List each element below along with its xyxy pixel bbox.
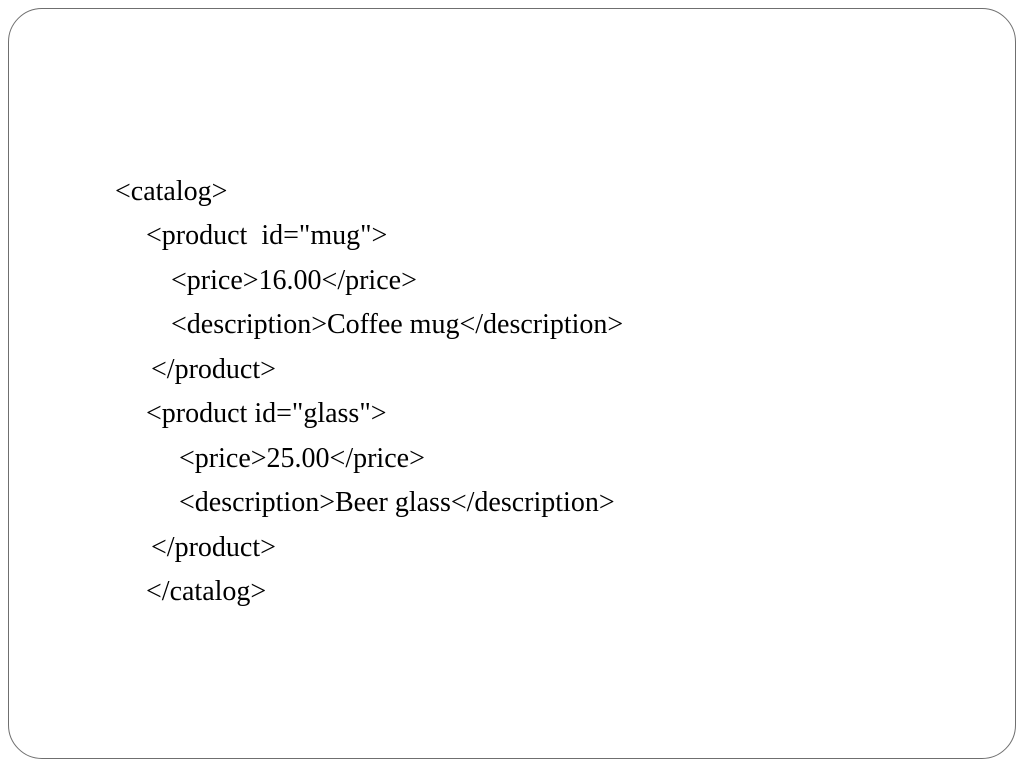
xml-code-block: <catalog> <product id="mug"> <price>16.0… — [9, 9, 1015, 758]
code-line-product-glass-close: </product> — [151, 532, 276, 563]
code-line-glass-price: <price>25.00</price> — [179, 443, 425, 474]
code-line-mug-description: <description>Coffee mug</description> — [171, 309, 624, 340]
code-line-catalog-close: </catalog> — [146, 576, 267, 607]
code-line-mug-price: <price>16.00</price> — [171, 265, 417, 296]
code-line-catalog-open: <catalog> — [115, 176, 228, 207]
code-line-product-glass-open: <product id="glass"> — [146, 398, 387, 429]
code-line-product-mug-close: </product> — [151, 354, 276, 385]
code-line-glass-description: <description>Beer glass</description> — [179, 487, 615, 518]
slide-frame: <catalog> <product id="mug"> <price>16.0… — [8, 8, 1016, 759]
code-line-product-mug-open: <product id="mug"> — [146, 220, 388, 251]
